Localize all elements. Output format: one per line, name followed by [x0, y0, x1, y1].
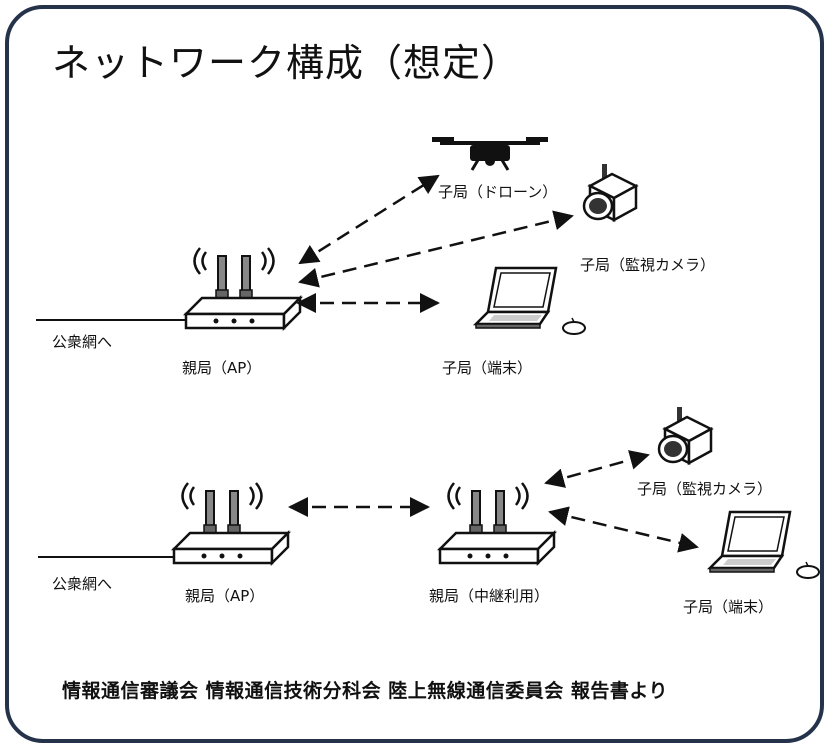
link-camera-top — [298, 210, 574, 288]
laptop-bottom-icon — [708, 510, 821, 580]
relay-ap-icon — [438, 481, 556, 565]
link-camera-bottom — [544, 450, 650, 488]
parent-ap-top-icon — [184, 246, 302, 330]
label-relay: 親局（中継利用） — [429, 587, 550, 605]
parent-ap-bottom-icon — [172, 481, 290, 565]
label-drone: 子局（ドローン） — [438, 183, 558, 201]
laptop-top-icon — [474, 266, 587, 336]
label-parent-top: 親局（AP） — [182, 359, 262, 377]
label-terminal-top: 子局（端末） — [442, 359, 533, 377]
outer-frame — [5, 5, 824, 743]
page-title: ネットワーク構成（想定） — [52, 41, 521, 85]
label-public-top: 公衆網へ — [52, 333, 113, 351]
camera-bottom-icon — [657, 405, 713, 465]
drone-icon — [432, 137, 548, 171]
link-drone — [298, 174, 440, 265]
label-terminal-bottom: 子局（端末） — [683, 598, 774, 616]
label-parent-bottom: 親局（AP） — [185, 587, 265, 605]
camera-top-icon — [582, 162, 638, 222]
link-terminal-bottom — [548, 506, 699, 553]
label-camera-top: 子局（監視カメラ） — [580, 256, 716, 274]
source-caption: 情報通信審議会 情報通信技術分科会 陸上無線通信委員会 報告書より — [62, 680, 668, 702]
label-public-bottom: 公衆網へ — [52, 575, 113, 593]
label-camera-bottom: 子局（監視カメラ） — [637, 480, 773, 498]
